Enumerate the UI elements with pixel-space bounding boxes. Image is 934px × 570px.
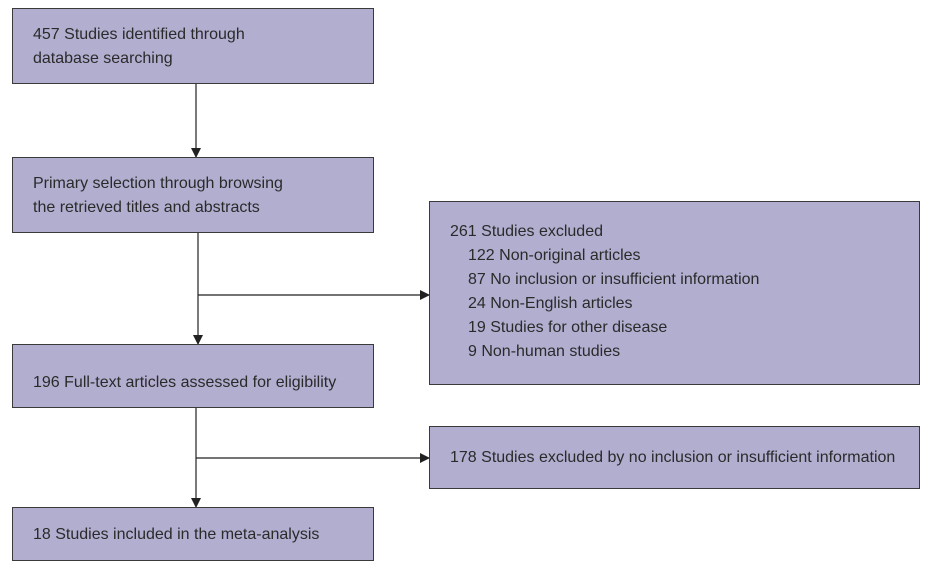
excluded2-box: 178 Studies excluded by no inclusion or … xyxy=(429,426,920,489)
eligibility-text: 196 Full-text articles assessed for elig… xyxy=(33,374,337,391)
included-box: 18 Studies included in the meta-analysis xyxy=(12,507,374,561)
excluded1-box: 261 Studies excluded 122 Non-original ar… xyxy=(429,201,920,385)
eligibility-box: 196 Full-text articles assessed for elig… xyxy=(12,344,374,408)
excluded1-title: 261 Studies excluded xyxy=(450,223,603,240)
screening-line-2: the retrieved titles and abstracts xyxy=(33,199,260,216)
excluded1-item: 24 Non-English articles xyxy=(468,295,633,312)
included-text: 18 Studies included in the meta-analysis xyxy=(33,526,320,543)
excluded1-item: 87 No inclusion or insufficient informat… xyxy=(468,271,760,288)
excluded1-item: 19 Studies for other disease xyxy=(468,319,668,336)
screening-line-1: Primary selection through browsing xyxy=(33,175,283,192)
identified-box: 457 Studies identified through database … xyxy=(12,8,374,84)
excluded1-item: 122 Non-original articles xyxy=(468,247,641,264)
screening-box: Primary selection through browsing the r… xyxy=(12,157,374,233)
identified-line-1: 457 Studies identified through xyxy=(33,26,245,43)
excluded1-item: 9 Non-human studies xyxy=(468,343,621,360)
identified-line-2: database searching xyxy=(33,50,173,67)
excluded2-text: 178 Studies excluded by no inclusion or … xyxy=(450,449,896,466)
